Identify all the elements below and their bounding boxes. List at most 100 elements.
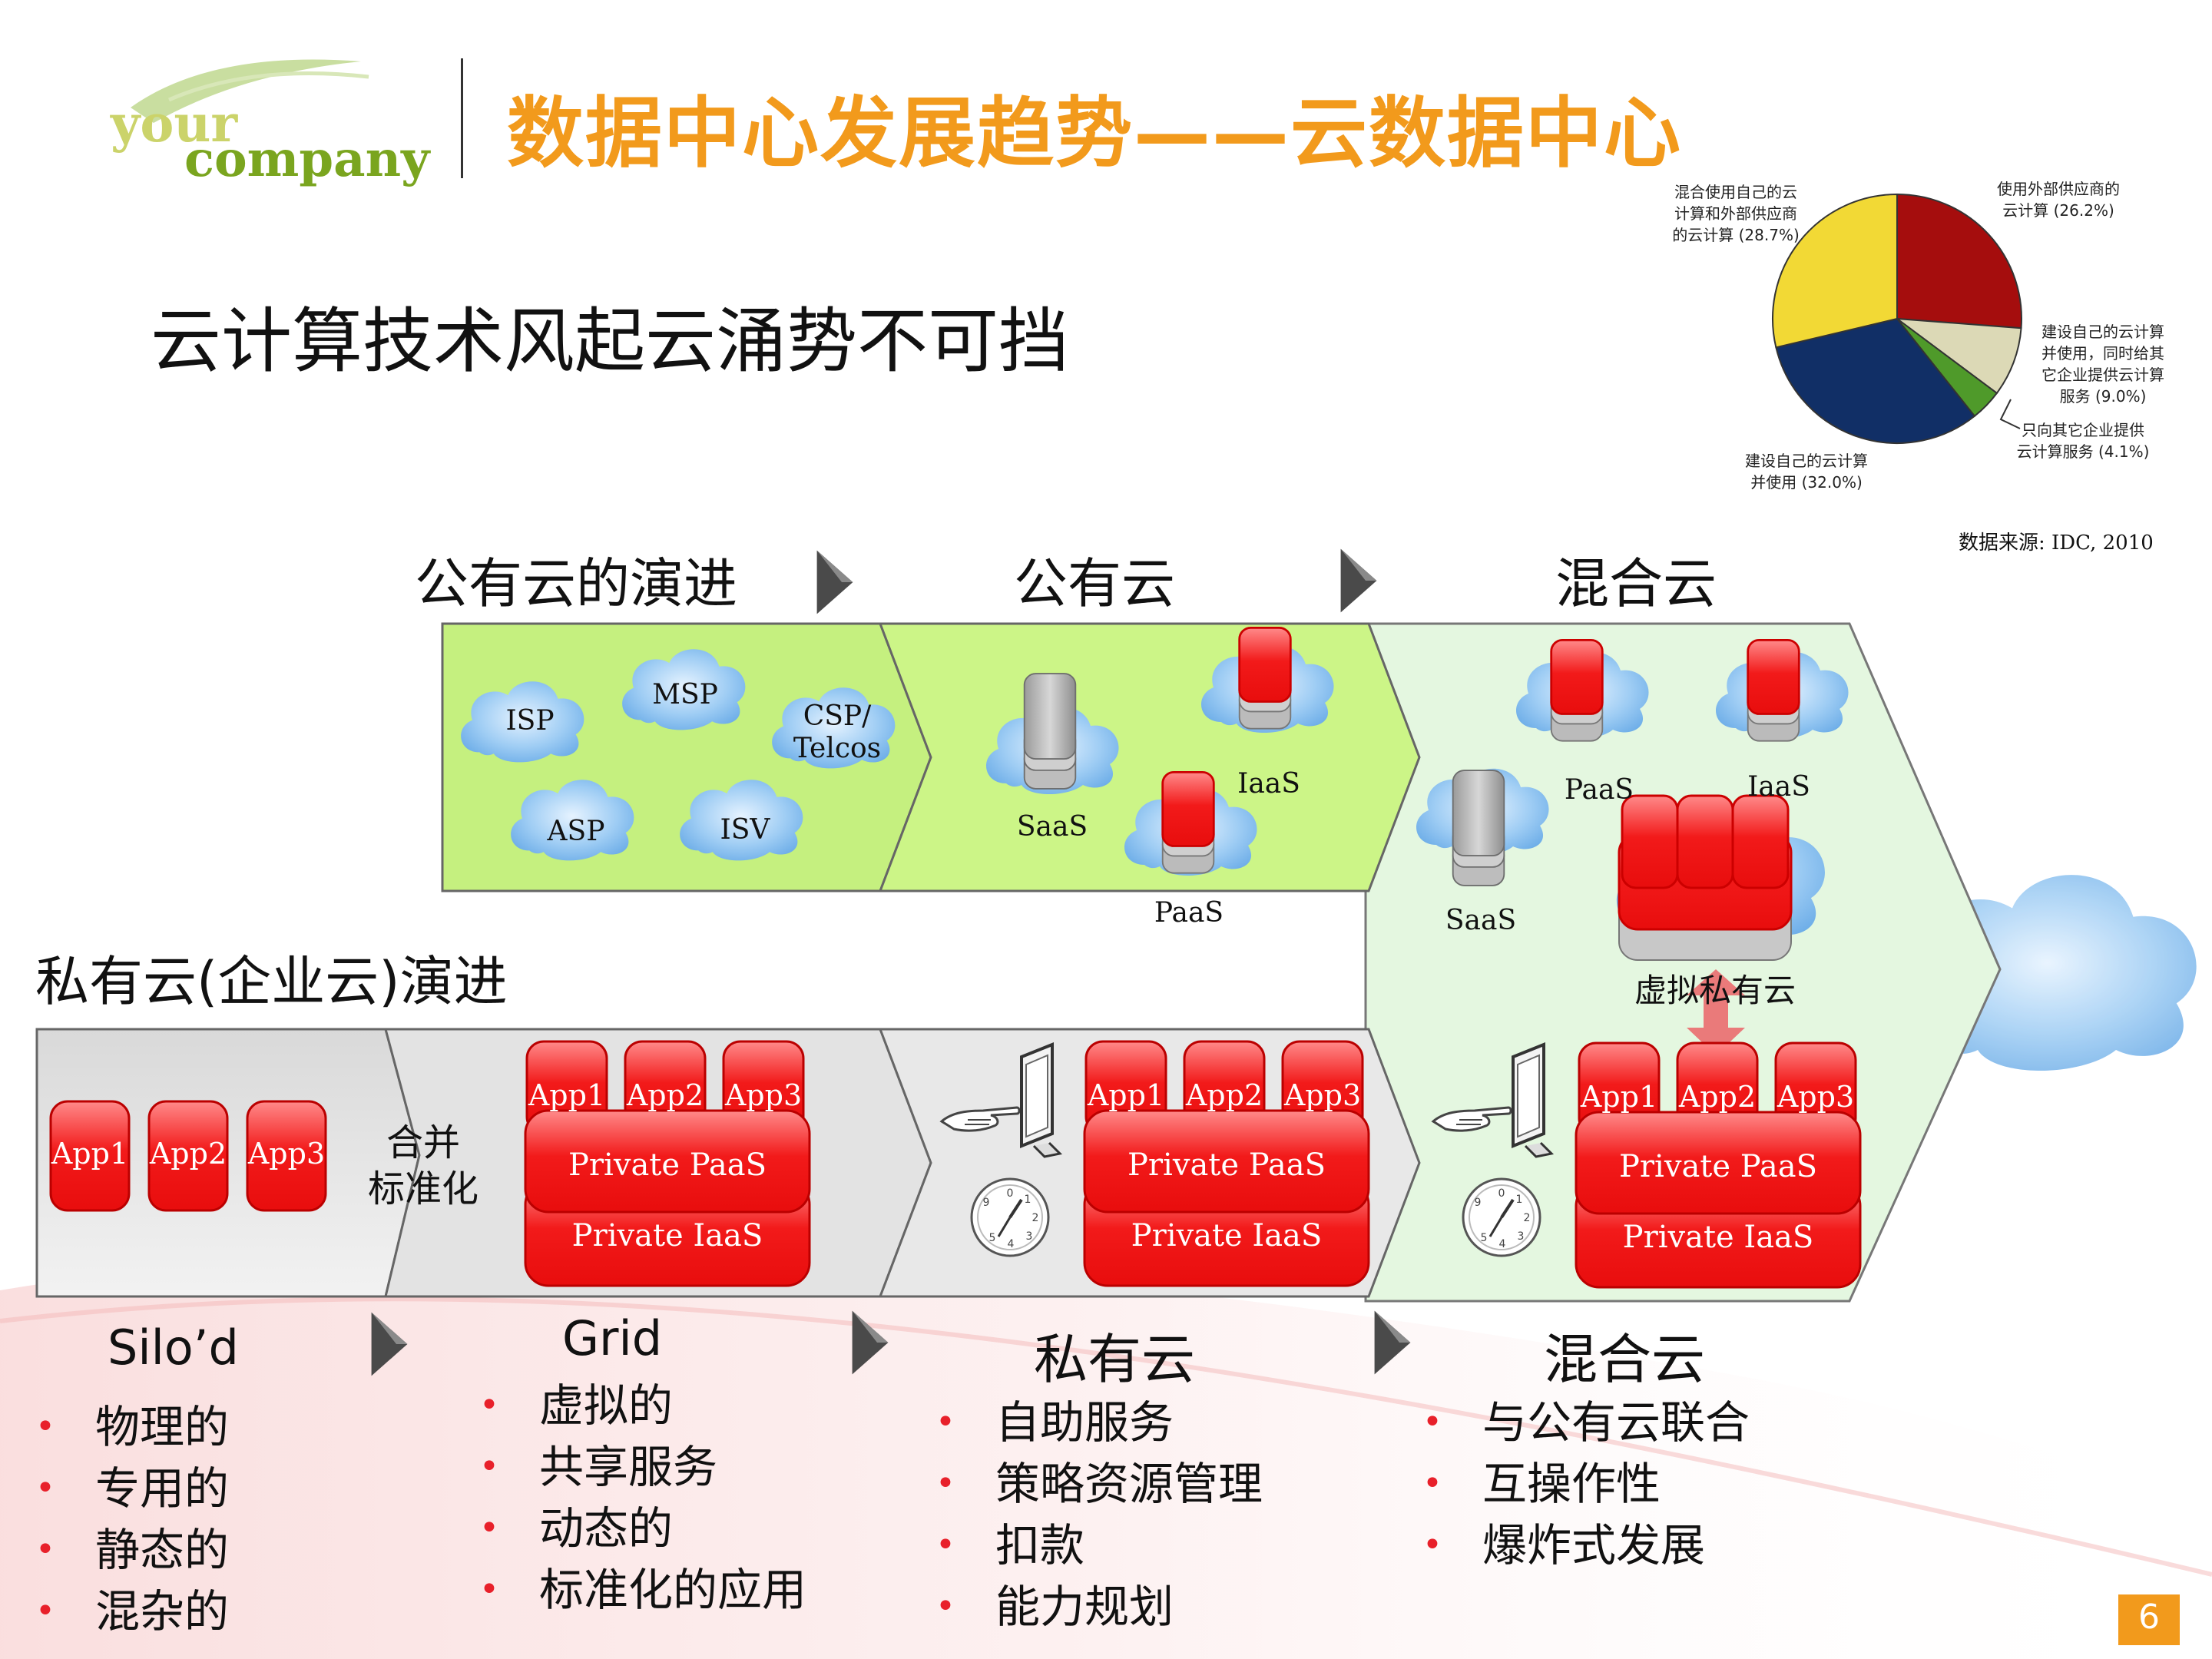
pie-label-provide-only: 只向其它企业提供云计算服务 (4.1%) bbox=[2016, 421, 2150, 461]
pie-label-hybrid: 混合使用自己的云计算和外部供应商 的云计算 (28.7%) bbox=[1672, 183, 1800, 244]
private-paas-label: Private PaaS bbox=[568, 1147, 767, 1183]
bullet-icon: • bbox=[479, 1447, 499, 1486]
silo-features-list: •物理的 •专用的 •静态的 •混杂的 bbox=[35, 1396, 229, 1642]
virtual-private-cloud-block bbox=[1618, 794, 1793, 961]
gauge-icon bbox=[970, 1177, 1050, 1257]
logo-swoosh-icon bbox=[131, 59, 369, 123]
app-label: App3 bbox=[1777, 1080, 1855, 1114]
app-label: App2 bbox=[1185, 1078, 1263, 1112]
list-item: •共享服务 bbox=[479, 1436, 806, 1498]
bullet-icon: • bbox=[479, 1386, 499, 1425]
pie-slice bbox=[1772, 193, 1898, 349]
private-section-title: 私有云(企业云)演进 bbox=[35, 950, 508, 1013]
list-item: •自助服务 bbox=[935, 1392, 1263, 1453]
private-paas-label: Private PaaS bbox=[1128, 1147, 1326, 1183]
pie-label-build-provide: 建设自己的云计算并使用，同时给其 它企业提供云计算服务 (9.0%) bbox=[2041, 323, 2164, 406]
private-cloud-stack bbox=[1083, 1040, 1370, 1287]
pie-leader-line bbox=[1999, 399, 2021, 429]
double-arrow-icon bbox=[1687, 969, 1745, 1055]
cloud-label-isp: ISP bbox=[505, 705, 555, 737]
list-item: •混杂的 bbox=[35, 1581, 229, 1642]
stage-heading-public-cloud: 公有云 bbox=[1014, 552, 1175, 615]
bullet-icon: • bbox=[935, 1525, 955, 1565]
page-title: 数据中心发展趋势——云数据中心 bbox=[507, 88, 1682, 178]
iaas-stack-icon bbox=[1746, 638, 1801, 743]
list-item: •扣款 bbox=[935, 1515, 1263, 1576]
page-number: 6 bbox=[2138, 1598, 2160, 1637]
app-label: App1 bbox=[1580, 1080, 1658, 1114]
grid-stack bbox=[524, 1040, 811, 1287]
merge-standardize-label: 合并标准化 bbox=[367, 1121, 478, 1210]
bullet-icon: • bbox=[35, 1530, 55, 1569]
stage-heading-public-evolution: 公有云的演进 bbox=[415, 552, 737, 615]
list-item: •专用的 bbox=[35, 1458, 229, 1519]
label-virtual-private-cloud: 虚拟私有云 bbox=[1634, 972, 1796, 1009]
list-item: •策略资源管理 bbox=[935, 1453, 1263, 1515]
private-paas-label: Private PaaS bbox=[1619, 1149, 1817, 1184]
logo-text-company: company bbox=[184, 131, 430, 188]
stage-name-hybrid-cloud: 混合云 bbox=[1544, 1328, 1705, 1391]
stage-name-silo: Silo’d bbox=[108, 1320, 239, 1376]
paas-stack-icon bbox=[1549, 638, 1604, 743]
label-iaas: IaaS bbox=[1747, 771, 1810, 803]
app-label: App3 bbox=[247, 1137, 326, 1171]
bullet-icon: • bbox=[35, 1591, 55, 1631]
pie-chart bbox=[1772, 193, 2022, 444]
label-saas: SaaS bbox=[1016, 811, 1088, 843]
list-item: •静态的 bbox=[35, 1519, 229, 1581]
private-iaas-label: Private IaaS bbox=[571, 1218, 763, 1253]
pie-slice bbox=[1896, 193, 2022, 329]
pie-source: 数据来源: IDC, 2010 bbox=[1959, 531, 2154, 555]
stage-name-private-cloud: 私有云 bbox=[1034, 1328, 1195, 1391]
arrow-icon bbox=[1340, 548, 1377, 613]
label-paas: PaaS bbox=[1154, 897, 1224, 929]
pie-slice bbox=[1775, 317, 1976, 444]
pie-label-build-use: 建设自己的云计算并使用 (32.0%) bbox=[1745, 452, 1868, 492]
app-label: App3 bbox=[1283, 1078, 1362, 1112]
list-item: •爆炸式发展 bbox=[1422, 1515, 1750, 1576]
iaas-stack-icon bbox=[1238, 626, 1292, 730]
bullet-icon: • bbox=[35, 1407, 55, 1446]
app-label: App3 bbox=[724, 1078, 803, 1112]
list-item: •物理的 bbox=[35, 1396, 229, 1458]
app-label: App2 bbox=[1678, 1080, 1757, 1114]
app-label: App2 bbox=[626, 1078, 704, 1112]
cloud-label-msp: MSP bbox=[652, 679, 718, 710]
header-divider bbox=[461, 58, 463, 178]
bullet-icon: • bbox=[935, 1402, 955, 1442]
label-iaas: IaaS bbox=[1237, 768, 1300, 800]
stage-name-grid: Grid bbox=[562, 1310, 663, 1366]
arrow-icon bbox=[816, 550, 853, 614]
app-label: App1 bbox=[51, 1137, 129, 1171]
list-item: •互操作性 bbox=[1422, 1453, 1750, 1515]
bullet-icon: • bbox=[1422, 1525, 1442, 1565]
gauge-icon bbox=[1462, 1177, 1541, 1257]
bullet-icon: • bbox=[1422, 1402, 1442, 1442]
list-item: •能力规划 bbox=[935, 1576, 1263, 1637]
app-block bbox=[49, 1100, 131, 1212]
label-paas: PaaS bbox=[1564, 774, 1634, 806]
bullet-icon: • bbox=[935, 1464, 955, 1503]
page-number-badge bbox=[2118, 1594, 2180, 1645]
logo-text-your: your bbox=[111, 94, 238, 154]
list-item: •虚拟的 bbox=[479, 1375, 806, 1436]
bullet-icon: • bbox=[935, 1587, 955, 1626]
app-label: App2 bbox=[149, 1137, 227, 1171]
cloud-label-csp: CSP/Telcos bbox=[793, 700, 882, 764]
hybrid-private-stack bbox=[1575, 1041, 1862, 1289]
bullet-icon: • bbox=[35, 1469, 55, 1508]
list-item: •与公有云联合 bbox=[1422, 1392, 1750, 1453]
arrow-icon bbox=[1374, 1310, 1411, 1375]
cloud-label-asp: ASP bbox=[547, 816, 605, 847]
grid-features-list: •虚拟的 •共享服务 •动态的 •标准化的应用 bbox=[479, 1375, 806, 1621]
app-label: App1 bbox=[1087, 1078, 1165, 1112]
paas-stack-icon bbox=[1161, 770, 1216, 875]
company-logo: your company bbox=[108, 46, 429, 200]
app-block bbox=[147, 1100, 229, 1212]
pie-slice bbox=[1894, 317, 2022, 395]
cloud-label-isv: ISV bbox=[720, 814, 770, 846]
private-iaas-label: Private IaaS bbox=[1131, 1218, 1323, 1253]
pie-label-external: 使用外部供应商的云计算 (26.2%) bbox=[1997, 180, 2120, 220]
